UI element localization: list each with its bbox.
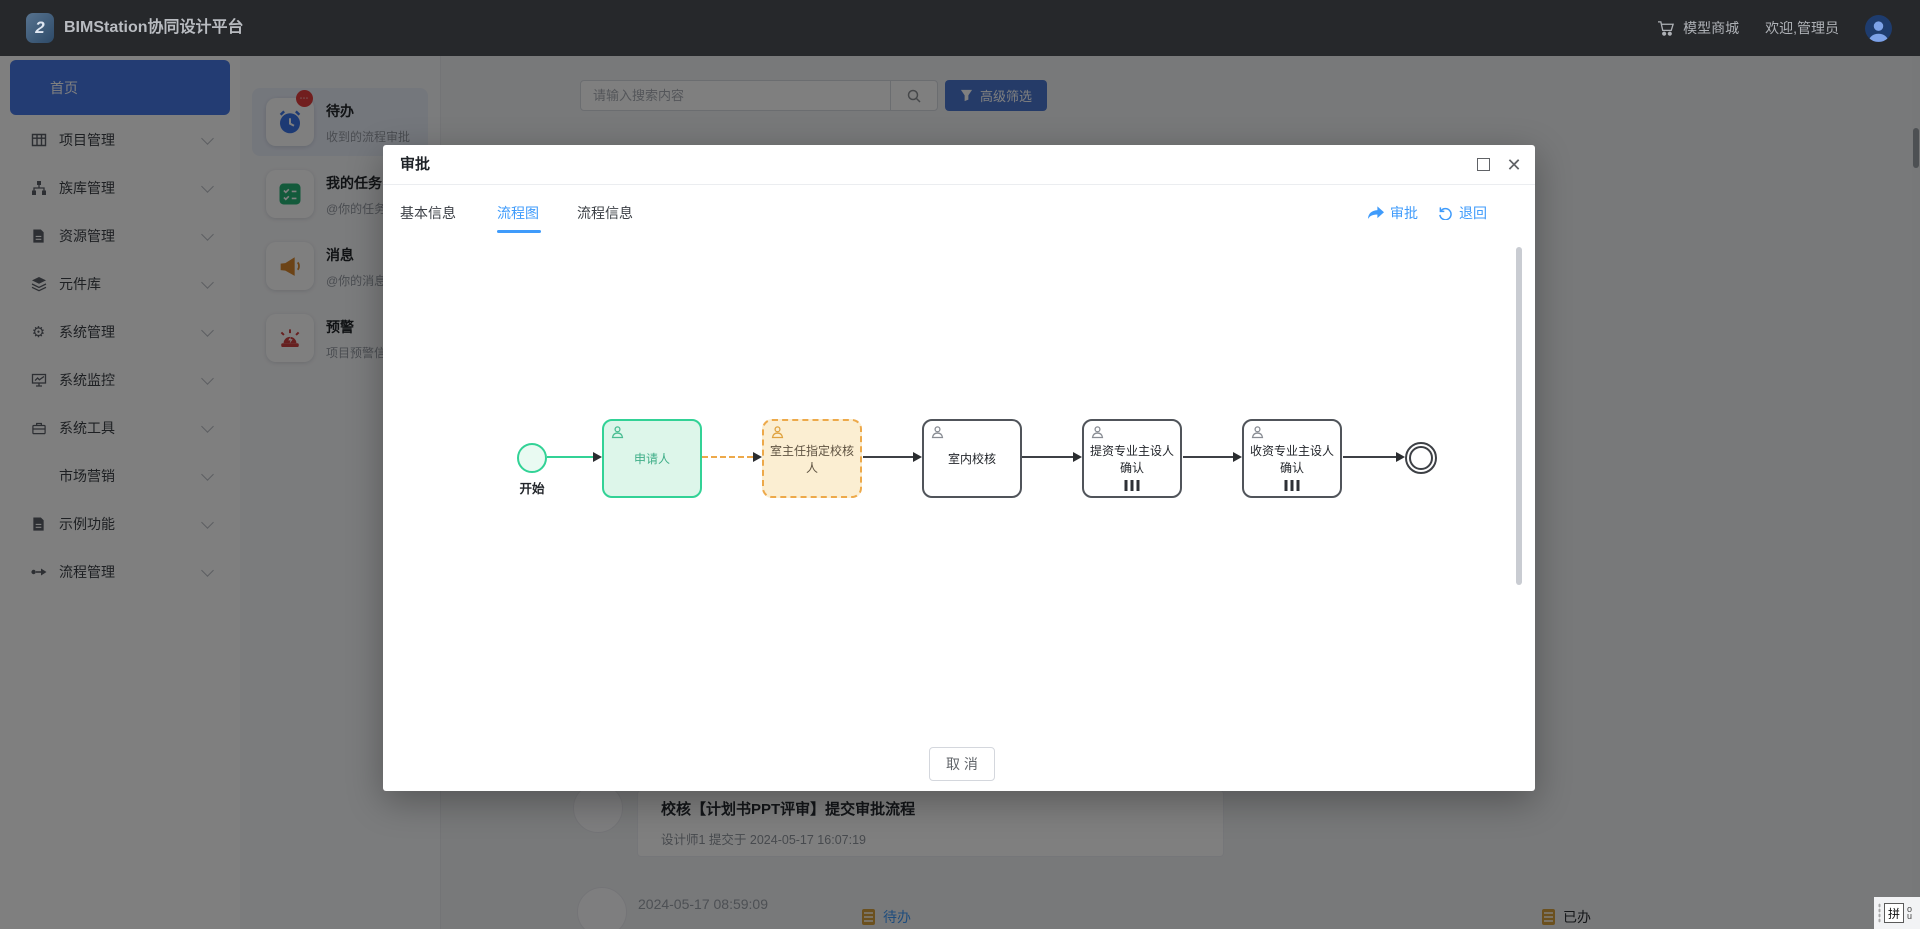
header-right: 模型商城 欢迎,管理员	[1657, 0, 1892, 56]
dialog-scrollbar-thumb[interactable]	[1516, 247, 1522, 585]
flow-node-indoor-check: 室内校核	[922, 419, 1022, 498]
tab-flow-info[interactable]: 流程信息	[577, 205, 633, 221]
welcome-text: 欢迎,管理员	[1765, 20, 1839, 36]
person-icon	[1089, 424, 1106, 441]
return-button[interactable]: 退回	[1438, 203, 1487, 223]
person-icon	[1249, 424, 1266, 441]
flow-connector-current	[702, 452, 762, 462]
flow-connector	[863, 452, 922, 462]
close-icon[interactable]: ✕	[1506, 155, 1522, 175]
grip-dots-icon	[1878, 903, 1881, 923]
maximize-icon[interactable]	[1477, 158, 1490, 171]
dialog-titlebar: 审批 ✕	[383, 145, 1535, 185]
tab-flow-chart[interactable]: 流程图	[497, 205, 539, 221]
flow-node-label: 提资专业主设人确认	[1089, 444, 1174, 475]
approve-label: 审批	[1390, 205, 1418, 221]
flow-node-provider-confirm: 提资专业主设人确认	[1082, 419, 1182, 498]
cancel-button[interactable]: 取 消	[929, 747, 995, 781]
flow-connector-completed	[547, 452, 602, 462]
flow-connector	[1022, 452, 1082, 462]
flow-node-label: 室内校核	[947, 452, 996, 467]
flow-node-applicant: 申请人	[602, 419, 702, 498]
flow-node-label: 室主任指定校核人	[769, 444, 854, 475]
flow-node-assign-checker: 室主任指定校核人	[762, 419, 862, 498]
flow-start-event	[517, 443, 547, 473]
person-icon	[609, 424, 626, 441]
undo-icon	[1439, 207, 1452, 220]
person-icon	[1868, 20, 1889, 42]
forward-icon	[1367, 206, 1384, 220]
approval-dialog: 审批 ✕ 基本信息 流程图 流程信息 审批 退回 开始 申请人	[383, 145, 1535, 791]
return-label: 退回	[1459, 205, 1487, 221]
flow-end-event	[1405, 442, 1437, 474]
top-header: 2 BIMStation协同设计平台 模型商城 欢迎,管理员	[0, 0, 1920, 56]
ime-pinyin-toggle[interactable]: 拼	[1884, 903, 1904, 923]
user-avatar[interactable]	[1865, 14, 1892, 42]
flow-connector	[1343, 452, 1405, 462]
model-market-label: 模型商城	[1683, 20, 1740, 36]
flow-node-receiver-confirm: 收资专业主设人确认	[1242, 419, 1342, 498]
multi-instance-icon	[1284, 480, 1300, 491]
multi-instance-icon	[1124, 480, 1140, 491]
person-icon	[769, 424, 786, 441]
dialog-actions: 审批 退回	[1367, 203, 1487, 223]
app-title: BIMStation协同设计平台	[64, 19, 244, 36]
flow-start-label: 开始	[519, 482, 545, 496]
model-market-link[interactable]: 模型商城	[1657, 18, 1739, 38]
flow-node-label: 收资专业主设人确认	[1249, 444, 1334, 475]
flow-node-label: 申请人	[633, 452, 670, 467]
dialog-title: 审批	[400, 156, 431, 173]
approve-button[interactable]: 审批	[1367, 203, 1418, 223]
app-logo-icon: 2	[26, 13, 54, 43]
flow-connector	[1183, 452, 1242, 462]
tab-basic-info[interactable]: 基本信息	[400, 205, 456, 221]
cart-icon	[1657, 20, 1676, 37]
active-tab-underline	[497, 230, 541, 233]
person-icon	[929, 424, 946, 441]
